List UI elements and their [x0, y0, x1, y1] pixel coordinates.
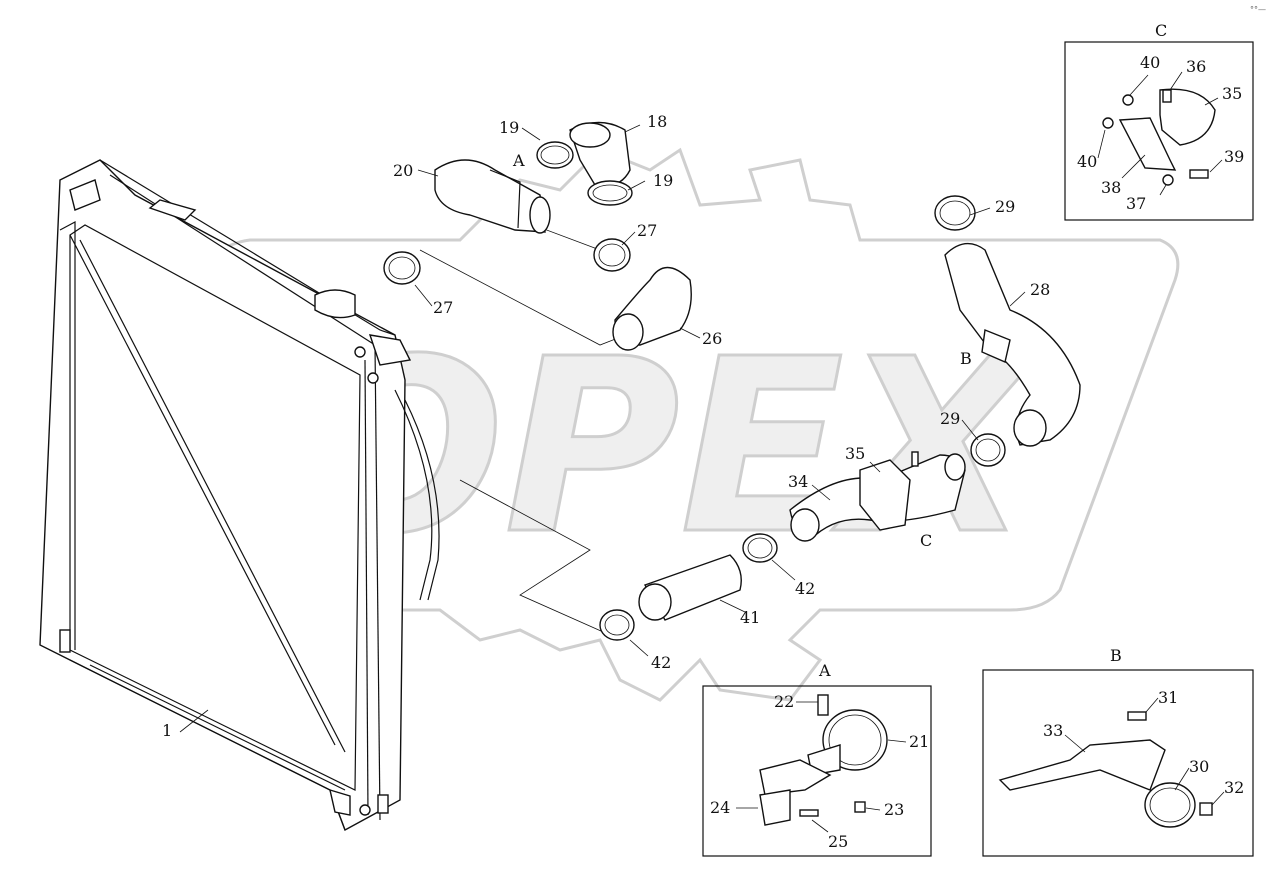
radiator-assembly — [39, 159, 440, 832]
detail-box-a — [702, 685, 932, 857]
elbow-18 — [569, 121, 631, 187]
callout-42-upper: 42 — [795, 579, 815, 598]
callout-29-lower: 29 — [940, 409, 960, 428]
bracket-35-pipe — [859, 451, 919, 531]
watermark-label: OPEX — [300, 307, 1039, 587]
detail-box-c — [1064, 41, 1254, 221]
callout-22: 22 — [774, 692, 794, 711]
callout-19-upper: 19 — [499, 118, 519, 137]
view-label-a: A — [818, 661, 831, 680]
clamp-42-upper — [742, 533, 778, 563]
callout-numbers: 1 18 19 19 20 21 22 23 24 25 26 27 27 28… — [162, 53, 1244, 851]
callout-28: 28 — [1030, 280, 1050, 299]
callout-21: 21 — [909, 732, 929, 751]
corner-mark: °°— — [1250, 5, 1266, 14]
callout-27-upper: 27 — [637, 221, 657, 240]
clamp-19-upper — [536, 141, 574, 169]
callout-24: 24 — [710, 798, 730, 817]
callout-38: 38 — [1101, 178, 1121, 197]
callout-32: 32 — [1224, 778, 1244, 797]
callout-19-lower: 19 — [653, 171, 673, 190]
callout-31: 31 — [1158, 688, 1178, 707]
hose-41 — [638, 554, 742, 621]
callout-41: 41 — [740, 608, 760, 627]
clamp-27-lower — [383, 251, 421, 285]
hose-28 — [944, 242, 1081, 447]
detail-box-b — [982, 669, 1254, 857]
callout-35-pipe: 35 — [845, 444, 865, 463]
bracket-mark-b: B — [960, 349, 972, 368]
callout-42-lower: 42 — [651, 653, 671, 672]
callout-25: 25 — [828, 832, 848, 851]
clamp-19-lower — [587, 180, 633, 206]
callout-34: 34 — [788, 472, 808, 491]
callout-1: 1 — [162, 721, 172, 740]
callout-29-upper: 29 — [995, 197, 1015, 216]
callout-18: 18 — [647, 112, 667, 131]
clamp-29-upper — [934, 195, 976, 231]
callout-37: 37 — [1126, 194, 1146, 213]
callout-35-detail: 35 — [1222, 84, 1242, 103]
view-label-b: B — [1110, 646, 1122, 665]
callout-39: 39 — [1224, 147, 1244, 166]
callout-36: 36 — [1186, 57, 1206, 76]
bracket-mark-c: C — [920, 531, 932, 550]
callout-26: 26 — [702, 329, 722, 348]
callout-20: 20 — [393, 161, 413, 180]
pipe-mark-a: A — [512, 151, 525, 170]
callout-27-lower: 27 — [433, 298, 453, 317]
view-labels: C A B A B C — [512, 21, 1167, 680]
clamp-27-upper — [593, 238, 631, 272]
callout-23: 23 — [884, 800, 904, 819]
leader-lines — [179, 71, 1225, 833]
view-label-c: C — [1155, 21, 1167, 40]
clamp-29-lower — [970, 433, 1006, 467]
hose-20 — [434, 159, 551, 234]
clamp-42-lower — [599, 609, 635, 641]
callout-33: 33 — [1043, 721, 1063, 740]
callout-40-lower: 40 — [1077, 152, 1097, 171]
callout-30: 30 — [1189, 757, 1209, 776]
hose-26 — [612, 266, 692, 351]
watermark-text: OPEX — [299, 306, 1041, 589]
callout-40-upper: 40 — [1140, 53, 1160, 72]
